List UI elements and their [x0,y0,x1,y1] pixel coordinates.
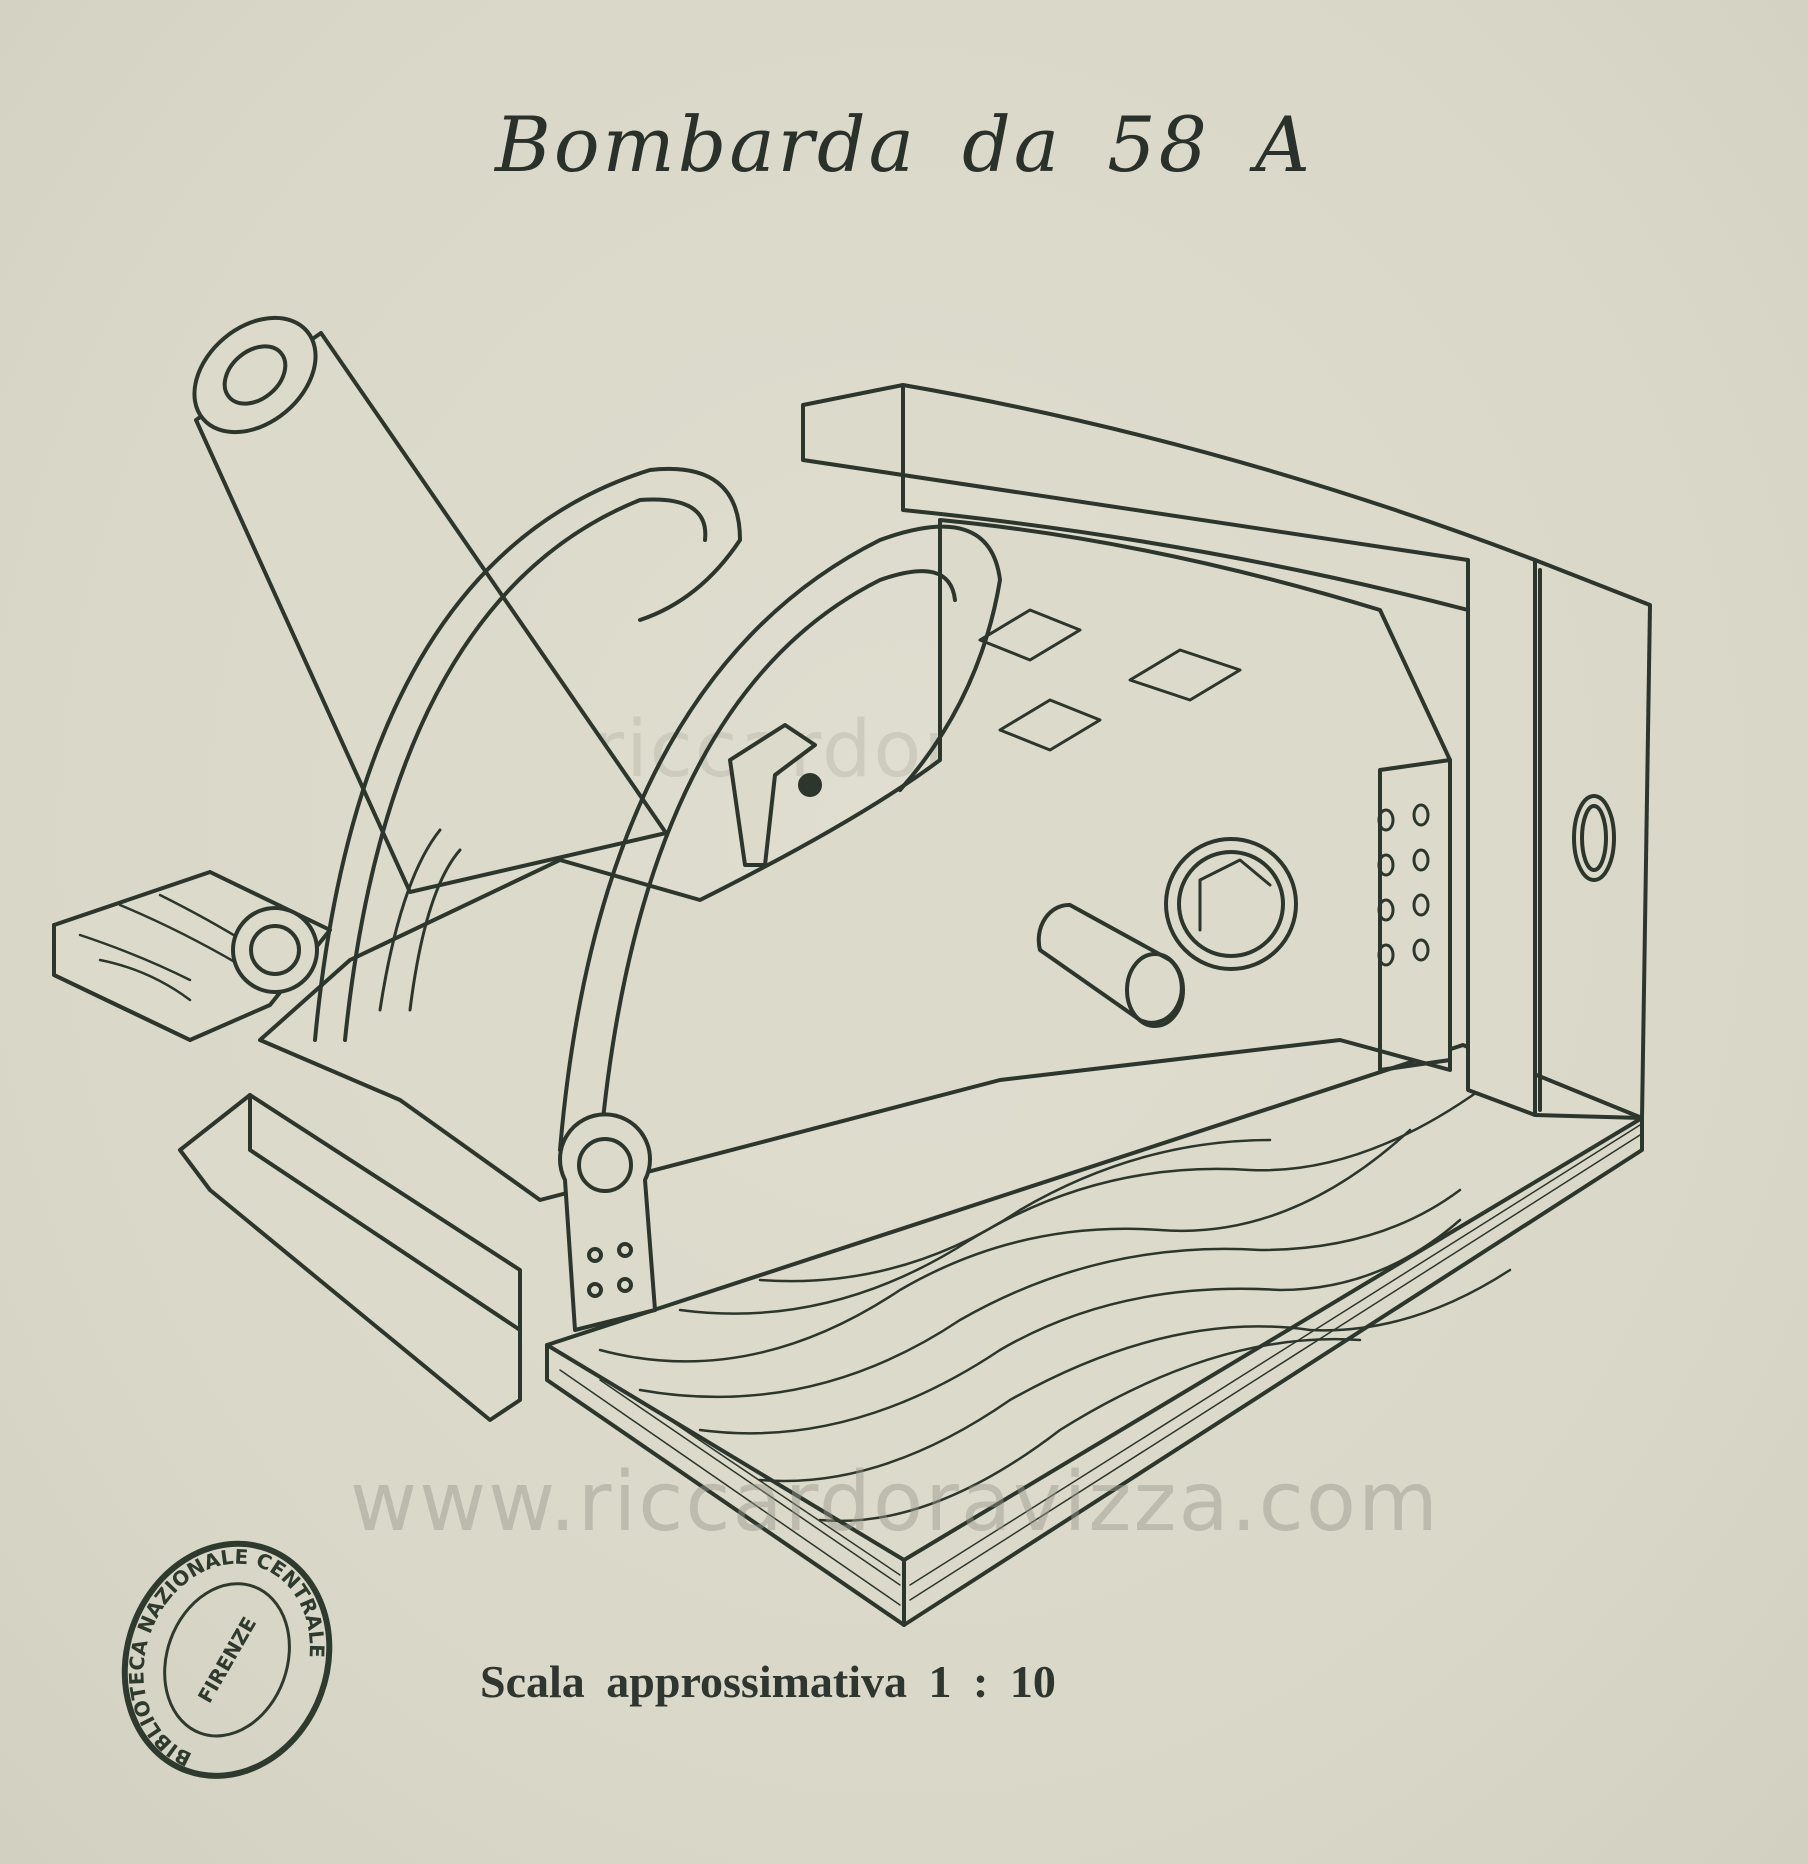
back-wall [801,383,1652,1120]
page-title: Bombarda da 58 A [495,100,1313,189]
watermark-bottom: www.riccardoravizza.com [350,1455,1440,1550]
mortar-barrel [192,315,668,894]
carriage [178,518,1452,1422]
wood-grain [559,1088,1641,1606]
stamp-inner-text: FIRENZE [193,1613,261,1707]
lifting-eyes [231,906,657,1332]
rivet-holes [1377,803,1430,967]
elevation-arcs [313,466,1002,1152]
floor-plank [545,1043,1644,1627]
scale-caption: Scala approssimativa 1 : 10 [480,1656,1056,1707]
